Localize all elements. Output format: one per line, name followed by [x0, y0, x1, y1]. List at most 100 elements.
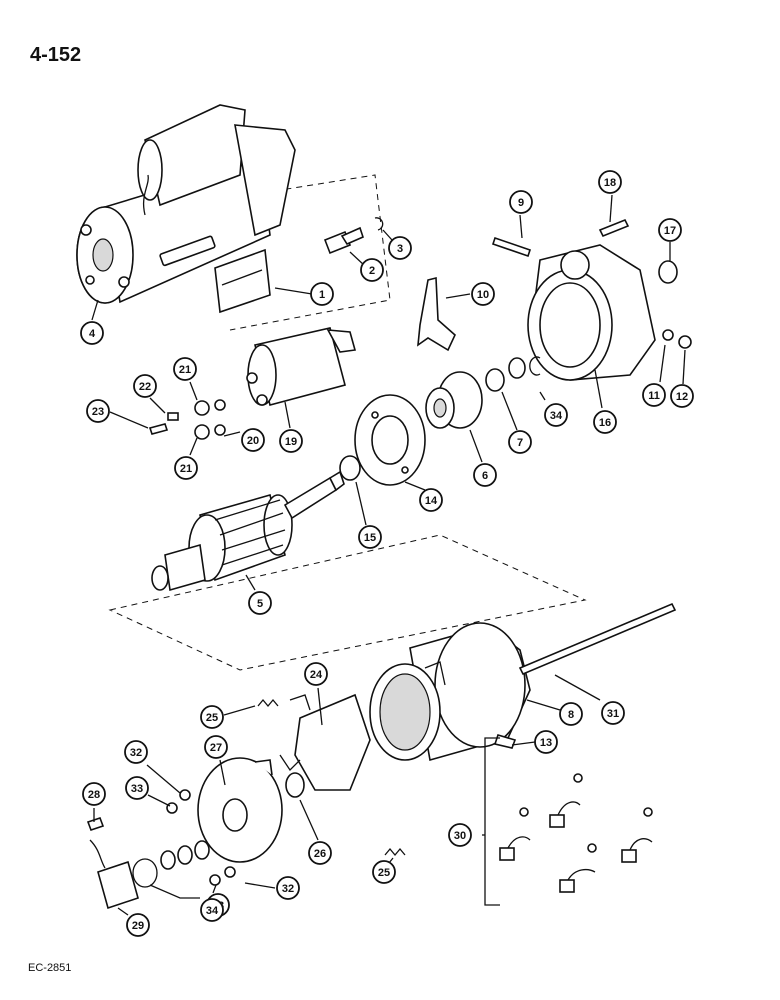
brush-plate: [294, 693, 371, 791]
callout-11: 11: [642, 383, 666, 407]
callout-14: 14: [419, 488, 443, 512]
svg-text:32: 32: [282, 883, 294, 895]
svg-text:32: 32: [130, 747, 142, 759]
callout-15: 15: [358, 525, 382, 549]
nut-part-32-upper: [179, 789, 191, 801]
callout-17: 17: [658, 218, 682, 242]
svg-text:19: 19: [285, 436, 297, 448]
callout-32-lower: 32: [276, 876, 300, 900]
spring-part-25-upper: [257, 698, 279, 708]
callout-3: 3: [388, 236, 412, 260]
svg-text:28: 28: [88, 789, 100, 801]
callout-2: 2: [360, 258, 384, 282]
callout-18: 18: [598, 170, 622, 194]
shim-part-34-a: [160, 850, 176, 870]
shim-part-34-b: [177, 845, 193, 865]
callout-30: 30: [448, 823, 472, 847]
callout-27: 27: [204, 735, 228, 759]
svg-text:31: 31: [607, 708, 619, 720]
callout-29: 29: [126, 913, 150, 937]
svg-text:20: 20: [247, 435, 259, 447]
svg-text:34: 34: [550, 410, 563, 422]
nut-part-11: [662, 329, 674, 341]
callout-25-upper: 25: [200, 705, 224, 729]
bush-part-15: [339, 455, 361, 481]
nut-part-21-upper: [194, 400, 210, 416]
washer-part-22: [167, 412, 179, 421]
brush-kit: [499, 773, 653, 893]
callout-32-upper: 32: [124, 740, 148, 764]
through-bolt: [518, 602, 677, 676]
callout-26: 26: [308, 841, 332, 865]
svg-text:22: 22: [139, 381, 151, 393]
screw-part-28: [86, 816, 105, 832]
svg-text:12: 12: [676, 391, 688, 403]
bush-part-26: [285, 772, 305, 798]
callout-22: 22: [133, 374, 157, 398]
washer-part-33-lower: [209, 874, 221, 886]
svg-text:30: 30: [454, 830, 466, 842]
callout-4: 4: [80, 321, 104, 345]
bolt-part-18: [598, 218, 630, 238]
callout-10: 10: [471, 282, 495, 306]
callout-1: 1: [310, 282, 334, 306]
svg-text:3: 3: [397, 243, 403, 255]
page-number: 4-152: [30, 44, 82, 66]
ring-part-34-a: [508, 357, 526, 379]
washer-part-20-lower: [214, 424, 226, 436]
shim-part-34-c: [194, 840, 210, 860]
yoke: [369, 622, 531, 762]
leader-lines: [91, 194, 686, 916]
ring-part-34-b: [529, 356, 541, 376]
callout-31: 31: [601, 701, 625, 725]
intermediate-plate: [354, 394, 426, 486]
callout-23: 23: [86, 399, 110, 423]
callout-6: 6: [473, 463, 497, 487]
bush-part-17: [658, 260, 678, 284]
callout-19: 19: [279, 429, 303, 453]
callout-28: 28: [82, 782, 106, 806]
callout-20: 20: [241, 428, 265, 452]
nut-part-32-lower: [224, 866, 236, 878]
screw-part-23: [148, 423, 169, 435]
svg-text:26: 26: [314, 848, 326, 860]
spring-part-25-lower: [384, 847, 406, 857]
identification-label: [214, 248, 271, 314]
svg-text:4: 4: [89, 328, 96, 340]
drive-end-housing: [527, 244, 656, 381]
callout-8: 8: [559, 702, 583, 726]
callout-33-upper: 33: [125, 776, 149, 800]
svg-text:25: 25: [378, 867, 390, 879]
svg-text:17: 17: [664, 225, 676, 237]
callout-5: 5: [248, 591, 272, 615]
svg-text:18: 18: [604, 177, 616, 189]
svg-text:33: 33: [131, 783, 143, 795]
svg-text:1: 1: [319, 289, 325, 301]
assembly-guide-middle: [108, 534, 587, 671]
clip-part-3: [374, 217, 384, 231]
figure-code: EC-2851: [28, 962, 72, 974]
svg-text:21: 21: [179, 364, 191, 376]
callout-12: 12: [670, 384, 694, 408]
svg-text:6: 6: [482, 470, 488, 482]
callout-34-upper: 34: [544, 403, 568, 427]
collar-part-7: [485, 368, 505, 392]
svg-text:9: 9: [518, 197, 524, 209]
starter-motor-assembly: [76, 104, 296, 304]
callout-9: 9: [509, 190, 533, 214]
callout-7: 7: [508, 430, 532, 454]
svg-text:21: 21: [180, 463, 192, 475]
svg-text:10: 10: [477, 289, 489, 301]
callout-13: 13: [534, 730, 558, 754]
brush-kit-bracket: [484, 737, 500, 906]
solenoid: [246, 327, 357, 406]
callout-24: 24: [304, 662, 328, 686]
seal-part-34: [132, 858, 158, 888]
svg-text:34: 34: [206, 905, 219, 917]
nut-part-21-lower: [194, 424, 210, 440]
svg-text:24: 24: [310, 669, 323, 681]
bolt-part-2: [323, 226, 364, 255]
svg-text:29: 29: [132, 920, 144, 932]
svg-text:23: 23: [92, 406, 104, 418]
